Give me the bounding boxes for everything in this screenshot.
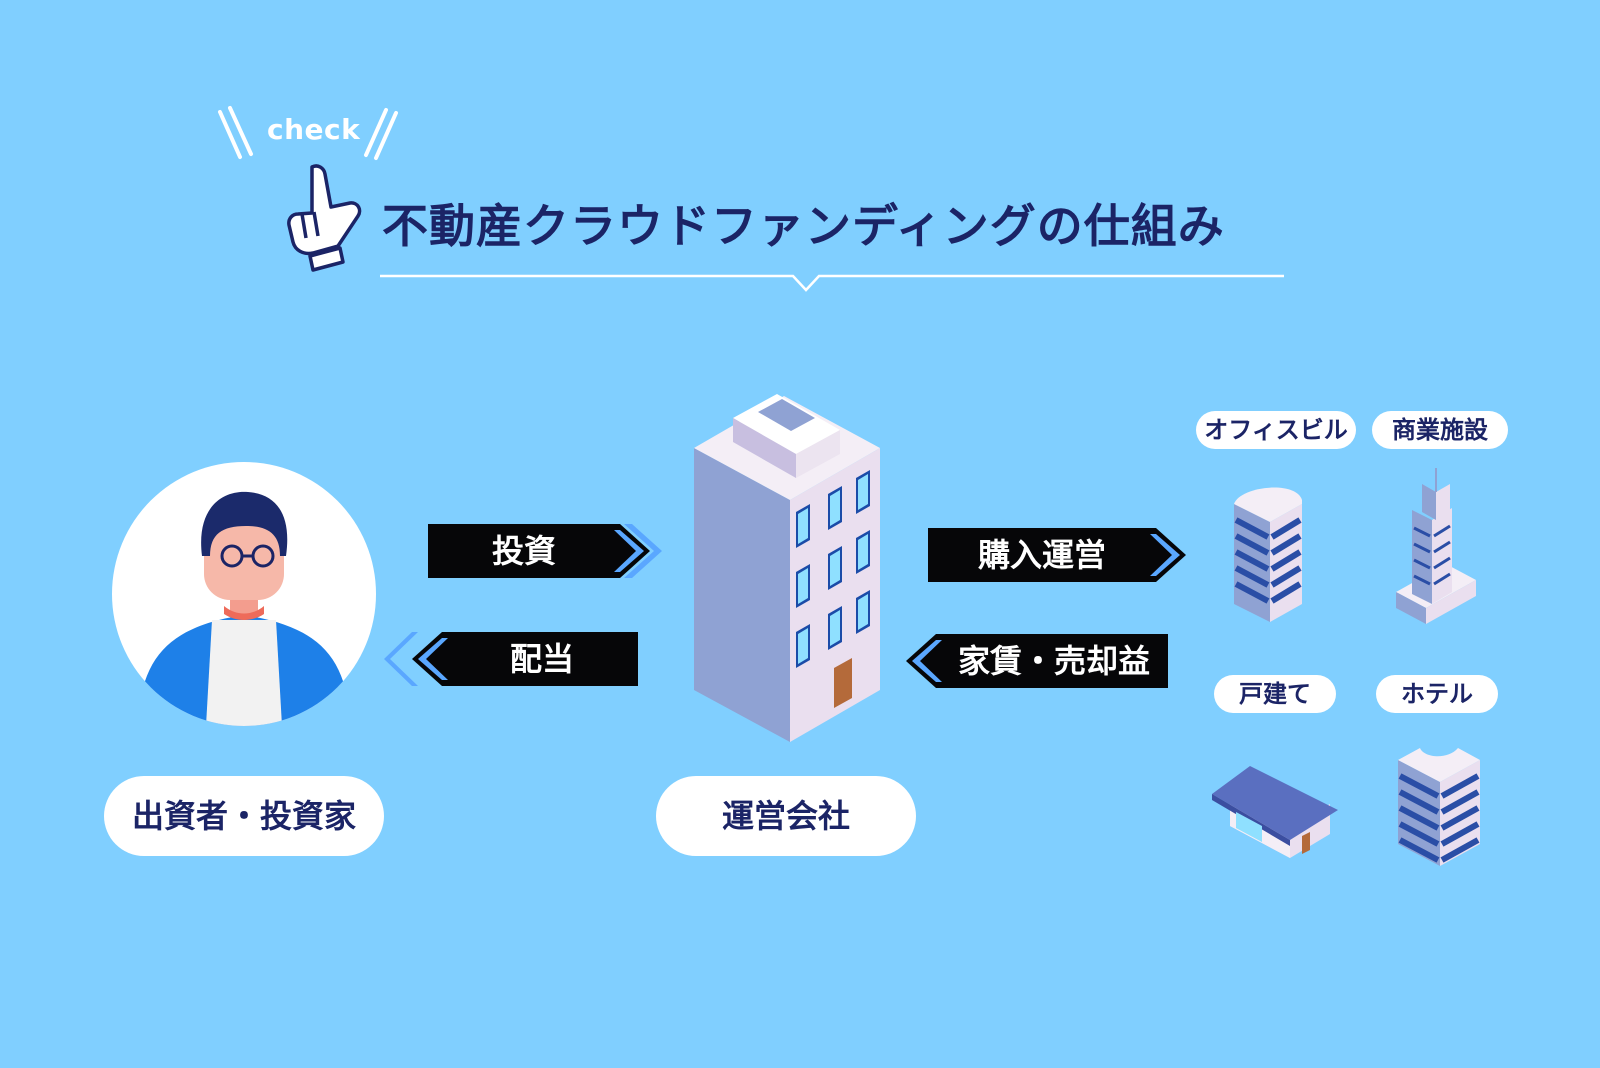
house-label: 戸建て [1214,675,1336,713]
investor-avatar [112,462,376,726]
check-slash-left [218,106,253,159]
rent-sale-arrow [906,634,1168,688]
hotel-label: ホテル [1376,675,1498,713]
commercial-building-icon [1396,468,1476,624]
hotel-icon [1398,748,1480,866]
office-label: オフィスビル [1196,411,1356,449]
purchase-operate-arrow [928,528,1186,582]
purchase-operate-label: 購入運営 [977,536,1106,574]
invest-label: 投資 [491,532,556,570]
commercial-label: 商業施設 [1372,411,1508,449]
dividend-label: 配当 [509,640,574,678]
house-icon [1212,766,1338,858]
pointing-hand-icon [287,164,362,272]
check-label: check [267,113,361,146]
rent-sale-label: 家賃・売却益 [957,642,1150,680]
page-title: 不動産クラウドファンディングの仕組み [382,199,1225,253]
title-underline [380,274,1284,292]
operator-label: 運営会社 [656,776,916,856]
office-building-icon [1234,487,1302,622]
dividend-arrow [384,632,638,686]
invest-arrow [428,524,662,578]
investor-label: 出資者・投資家 [104,776,384,856]
check-slash-right [364,108,398,160]
operator-building-icon [694,394,880,742]
